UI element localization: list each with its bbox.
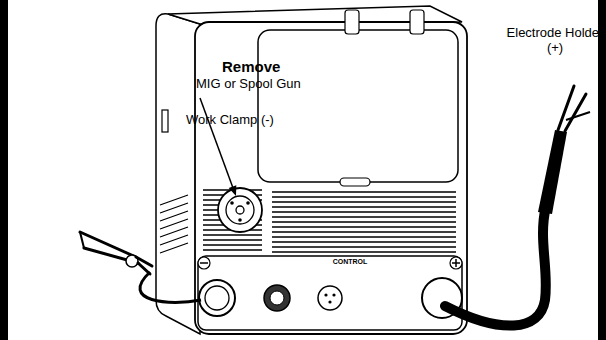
- part-label: Work Clamp (-): [186, 113, 306, 128]
- socket-pin: [324, 293, 327, 296]
- connector-pin: [230, 201, 234, 205]
- connector-pin: [238, 218, 242, 222]
- border-bar: [0, 0, 8, 340]
- electrode-holder-lever: [566, 112, 590, 120]
- control-knob: [264, 285, 290, 311]
- negative-terminal: [199, 280, 235, 316]
- control-knob: [270, 291, 284, 305]
- work-clamp-tip: [80, 232, 84, 248]
- connector-pin: [236, 206, 244, 214]
- control-panel: [198, 256, 462, 330]
- side-switch: [162, 110, 168, 132]
- panel-label: CONTROL: [320, 258, 380, 266]
- side-vents: [160, 195, 188, 253]
- border-bar: [598, 0, 606, 340]
- minus-symbol: [198, 257, 210, 269]
- electrode-cable: [445, 206, 546, 326]
- connector-pin: [246, 201, 250, 205]
- machine-side: [156, 14, 200, 334]
- gun-connector: [218, 188, 262, 232]
- arrow-head: [229, 185, 237, 196]
- work-clamp-handle: [136, 257, 152, 274]
- callout-heading: Remove: [222, 58, 312, 75]
- plus-symbol: [450, 257, 462, 269]
- part-label: Electrode Holder (+): [505, 26, 605, 56]
- door-latch: [340, 178, 370, 186]
- socket-pin: [328, 300, 331, 303]
- part-label: MIG or Spool Gun: [196, 77, 326, 92]
- leader-line: [200, 98, 233, 188]
- gun-connector-inner: [226, 196, 254, 224]
- plus-symbol: [452, 259, 460, 267]
- door-hinge: [345, 10, 359, 34]
- socket-pin: [332, 293, 335, 296]
- door-hinge: [410, 10, 424, 34]
- negative-terminal: [205, 286, 229, 310]
- access-door: [258, 30, 458, 182]
- minus-symbol: [200, 262, 208, 264]
- vent-grille: [272, 192, 456, 252]
- electrode-holder-jaw: [558, 86, 586, 131]
- work-cable: [140, 272, 201, 302]
- control-socket: [318, 286, 342, 310]
- machine-front: [195, 22, 467, 334]
- electrode-holder-handle: [538, 130, 567, 214]
